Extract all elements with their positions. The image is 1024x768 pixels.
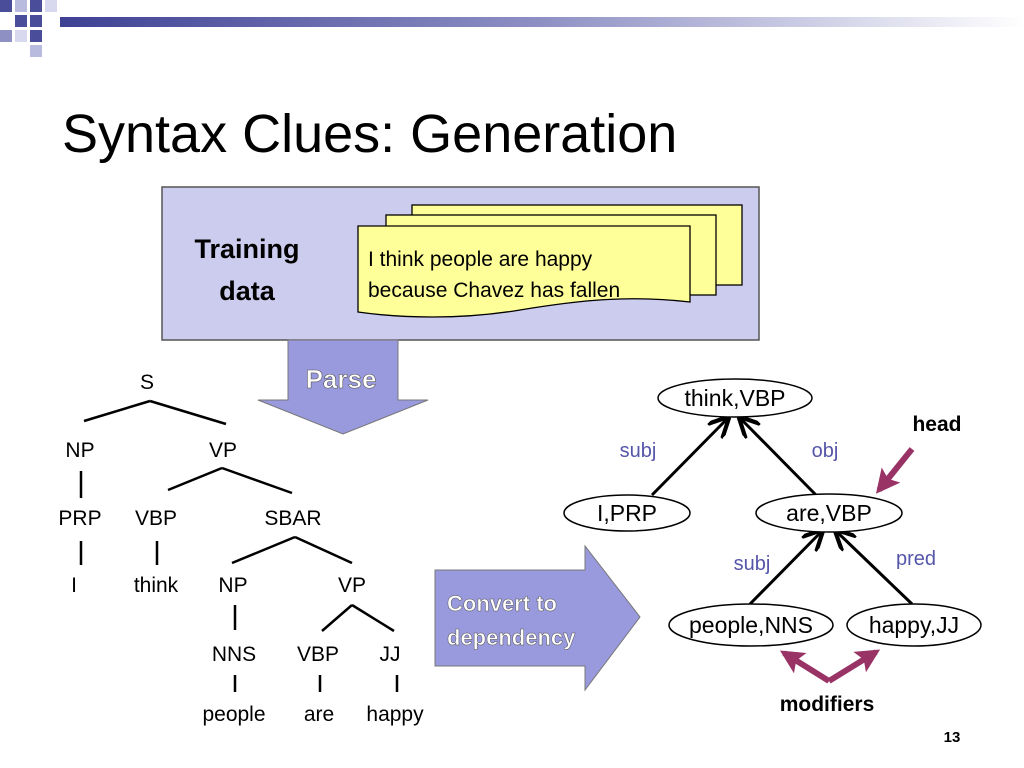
head-label: head bbox=[912, 413, 961, 436]
dep-label-subj-2: subj bbox=[734, 553, 771, 575]
training-label: Training bbox=[194, 234, 299, 264]
tree-node-jj: JJ bbox=[380, 643, 401, 666]
dep-label-subj: subj bbox=[620, 440, 657, 462]
parse-arrow bbox=[257, 339, 429, 435]
tree-node-np-2: NP bbox=[218, 574, 247, 597]
document-text: I think people are happy bbox=[368, 248, 593, 271]
tree-node-vp: VP bbox=[209, 439, 237, 462]
page-title: Syntax Clues: Generation bbox=[62, 104, 677, 164]
page-number: 13 bbox=[944, 729, 961, 746]
tree-node-sbar: SBAR bbox=[264, 507, 321, 530]
document-text-2: because Chavez has fallen bbox=[368, 279, 620, 302]
tree-node-nns: NNS bbox=[212, 643, 256, 666]
modifiers-arrow-left bbox=[779, 650, 831, 684]
head-arrow bbox=[875, 447, 915, 494]
dependency-edges bbox=[650, 418, 914, 606]
dep-node-happy: happy,JJ bbox=[869, 612, 959, 638]
tree-node-vbp: VBP bbox=[135, 507, 177, 530]
tree-leaf-people: people bbox=[202, 703, 265, 726]
parse-label: Parse bbox=[306, 364, 377, 394]
convert-label: Convert to bbox=[447, 591, 557, 616]
dep-label-pred: pred bbox=[896, 548, 936, 570]
modifiers-arrow-right bbox=[827, 649, 881, 684]
dep-node-subj: I,PRP bbox=[597, 500, 657, 526]
dependency-nodes bbox=[563, 378, 982, 647]
tree-leaf-are: are bbox=[304, 703, 334, 726]
tree-node-s: S bbox=[140, 371, 154, 394]
dep-label-obj: obj bbox=[812, 440, 839, 462]
tree-node-np: NP bbox=[65, 439, 94, 462]
training-label-2: data bbox=[219, 276, 276, 306]
dep-node-root: think,VBP bbox=[685, 385, 786, 411]
tree-node-prp: PRP bbox=[58, 507, 101, 530]
parse-tree-edges bbox=[79, 399, 399, 692]
dep-node-people: people,NNS bbox=[689, 612, 813, 638]
convert-arrow bbox=[434, 544, 641, 692]
document-stack bbox=[357, 204, 743, 318]
convert-label-2: dependency bbox=[447, 625, 576, 650]
tree-node-vbp-2: VBP bbox=[297, 643, 339, 666]
tree-node-vp-2: VP bbox=[338, 574, 366, 597]
dep-node-obj: are,VBP bbox=[786, 500, 872, 526]
tree-leaf-happy: happy bbox=[366, 703, 424, 726]
header-decoration bbox=[0, 0, 1024, 57]
modifiers-label: modifiers bbox=[780, 693, 875, 716]
tree-leaf-think: think bbox=[134, 574, 179, 597]
tree-leaf-i: I bbox=[71, 574, 77, 597]
